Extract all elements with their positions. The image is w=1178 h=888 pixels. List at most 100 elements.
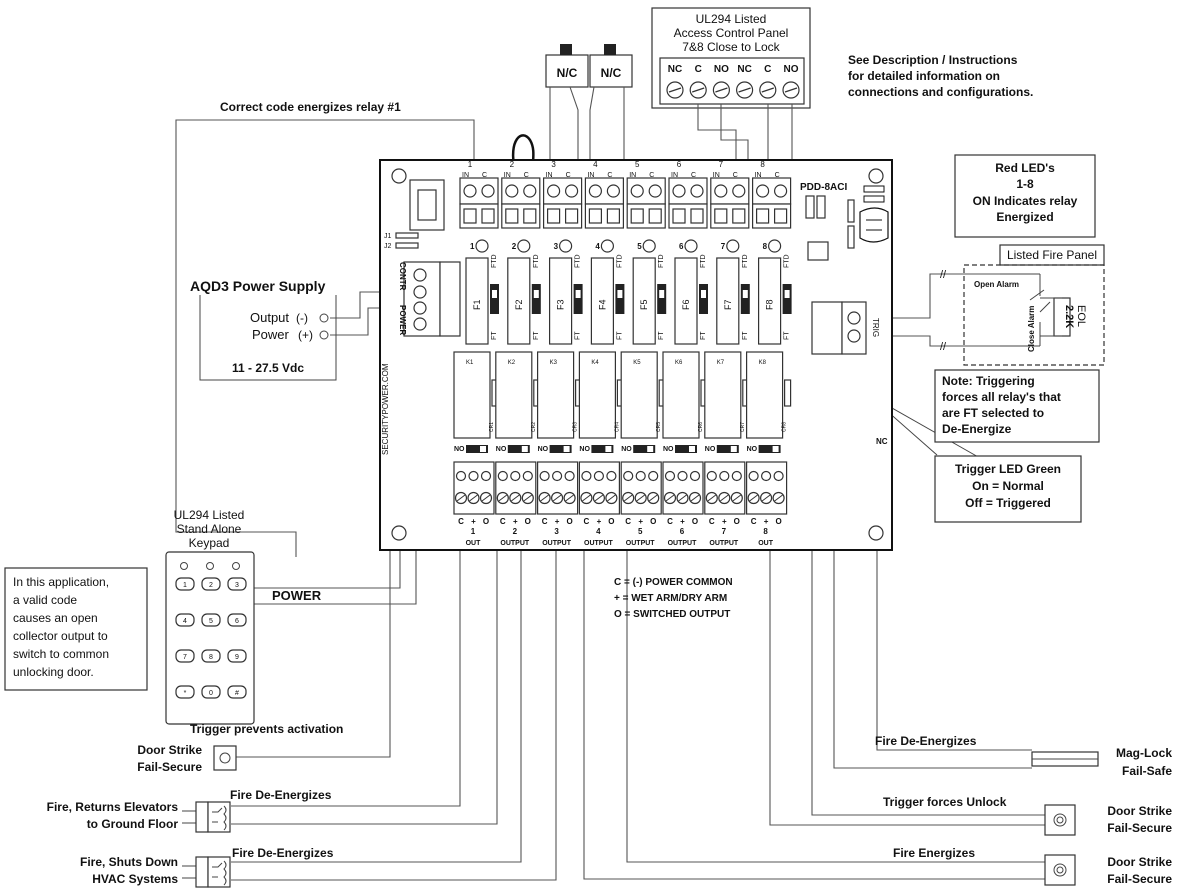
ftd-ft-jumper [490, 284, 499, 314]
input-terminal-slot [690, 208, 704, 224]
keypad-key [175, 613, 195, 627]
screw-slot [732, 494, 742, 502]
red-led-line-4: Energized [996, 210, 1053, 224]
no-nc-jumper-window [647, 446, 654, 452]
door-strike-2-line-2: Fail-Secure [1107, 821, 1172, 835]
output-post [706, 470, 717, 482]
relay-label: K8 [759, 360, 767, 366]
nc-switch-1: N/C [545, 44, 589, 88]
door-strike-2-line-1: Door Strike [1107, 804, 1172, 818]
input-number: 6 [677, 160, 682, 169]
input-in-label: IN [546, 172, 553, 179]
output-terminal-block [536, 461, 579, 515]
output-term-label: C [625, 517, 631, 526]
keypad-key [201, 685, 221, 699]
screw-slot [498, 494, 508, 502]
ftd-ft-jumper [615, 284, 625, 314]
legend-line-2: + = WET ARM/DRY ARM [614, 593, 727, 604]
screw-slot [623, 494, 633, 502]
ftd-ft-jumper-window [575, 290, 581, 298]
red-led-line-1: Red LED's [995, 161, 1055, 175]
ftd-ft-jumper [657, 284, 667, 314]
ft-label: FT [616, 331, 623, 340]
screw-slot [481, 494, 491, 502]
ft-label: FT [491, 331, 498, 340]
right-devices: Fire De-Energizes Mag-Lock Fail-Safe Tri… [875, 734, 1172, 886]
fuse-holder [465, 257, 489, 345]
hvac-line-2: HVAC Systems [92, 872, 178, 886]
input-screw [588, 184, 603, 198]
input-screw [546, 184, 561, 198]
output-term-label: O [525, 517, 531, 526]
no-label: NO [621, 446, 632, 453]
output-post [760, 470, 772, 482]
keypad-title-3: Keypad [189, 536, 230, 550]
ftd-ft-jumper-window [659, 290, 665, 298]
input-terminal-slot [606, 208, 621, 224]
app-line-2: a valid code [13, 593, 77, 607]
door-strike-3-line-1: Door Strike [1107, 855, 1172, 869]
power-terminal-label: POWER [398, 305, 407, 335]
ftd-label: FTD [742, 254, 749, 268]
input-c-label: C [566, 172, 571, 179]
ftd-ft-jumper-window [701, 290, 706, 298]
screw-slot [469, 494, 478, 502]
door-strike-2-icon [1044, 804, 1076, 836]
input-terminal-slot [588, 208, 603, 224]
output-term-label: C [667, 517, 673, 526]
note-line-4: De-Energize [942, 422, 1012, 436]
output-term-label: C [751, 517, 757, 526]
input-screw [672, 184, 686, 198]
diode-label: CR1 [489, 422, 495, 432]
no-label: NO [454, 446, 465, 453]
output-post [593, 470, 605, 482]
relay-label: K3 [550, 360, 558, 366]
output-post [748, 470, 759, 482]
ftd-label: FTD [533, 254, 540, 268]
see-description-line-3: connections and configurations. [848, 85, 1033, 99]
keypad-key [201, 649, 221, 663]
svg-text://: // [940, 341, 947, 353]
no-nc-jumper [591, 445, 614, 453]
screw-slot [523, 494, 533, 502]
output-post [648, 470, 659, 482]
svg-text://: // [940, 269, 947, 281]
note-line-2: forces all relay's that [942, 390, 1061, 404]
keypad-key [175, 649, 195, 663]
elevators-line-1: Fire, Returns Elevators [47, 800, 179, 814]
relay-body [704, 351, 742, 439]
screw-slot [594, 494, 604, 502]
output-terminal-block [578, 461, 621, 515]
ft-label: FT [533, 331, 540, 340]
red-led [684, 239, 698, 253]
screw-slot [607, 494, 616, 502]
led-number: 3 [554, 242, 559, 251]
input-c-label: C [691, 172, 696, 179]
app-line-6: unlocking door. [13, 665, 94, 679]
legend-line-1: C = (-) POWER COMMON [614, 577, 733, 588]
input-screw [505, 184, 519, 198]
keypad-key [227, 649, 247, 663]
relay-body [662, 351, 700, 439]
keypad-title-1: UL294 Listed [174, 508, 245, 522]
red-led-line-2: 1-8 [1016, 177, 1034, 191]
see-description-line-2: for detailed information on [848, 69, 1000, 83]
input-screw [732, 184, 746, 198]
input-screw [648, 184, 662, 198]
input-terminal-slot [732, 208, 746, 224]
access-terminal-label: NC [737, 64, 751, 75]
output-post [522, 470, 533, 482]
ftd-label: FTD [700, 254, 707, 268]
app-line-1: In this application, [13, 575, 109, 589]
diode-label: CR3 [573, 422, 579, 432]
output-post [539, 470, 550, 482]
door-strike-3-icon [1044, 854, 1076, 886]
fuse-holder [590, 257, 615, 345]
output-term-label: C [709, 517, 715, 526]
output-post [606, 470, 617, 482]
note-line-1: Note: Triggering [942, 374, 1035, 388]
no-nc-jumper-window [521, 446, 528, 452]
